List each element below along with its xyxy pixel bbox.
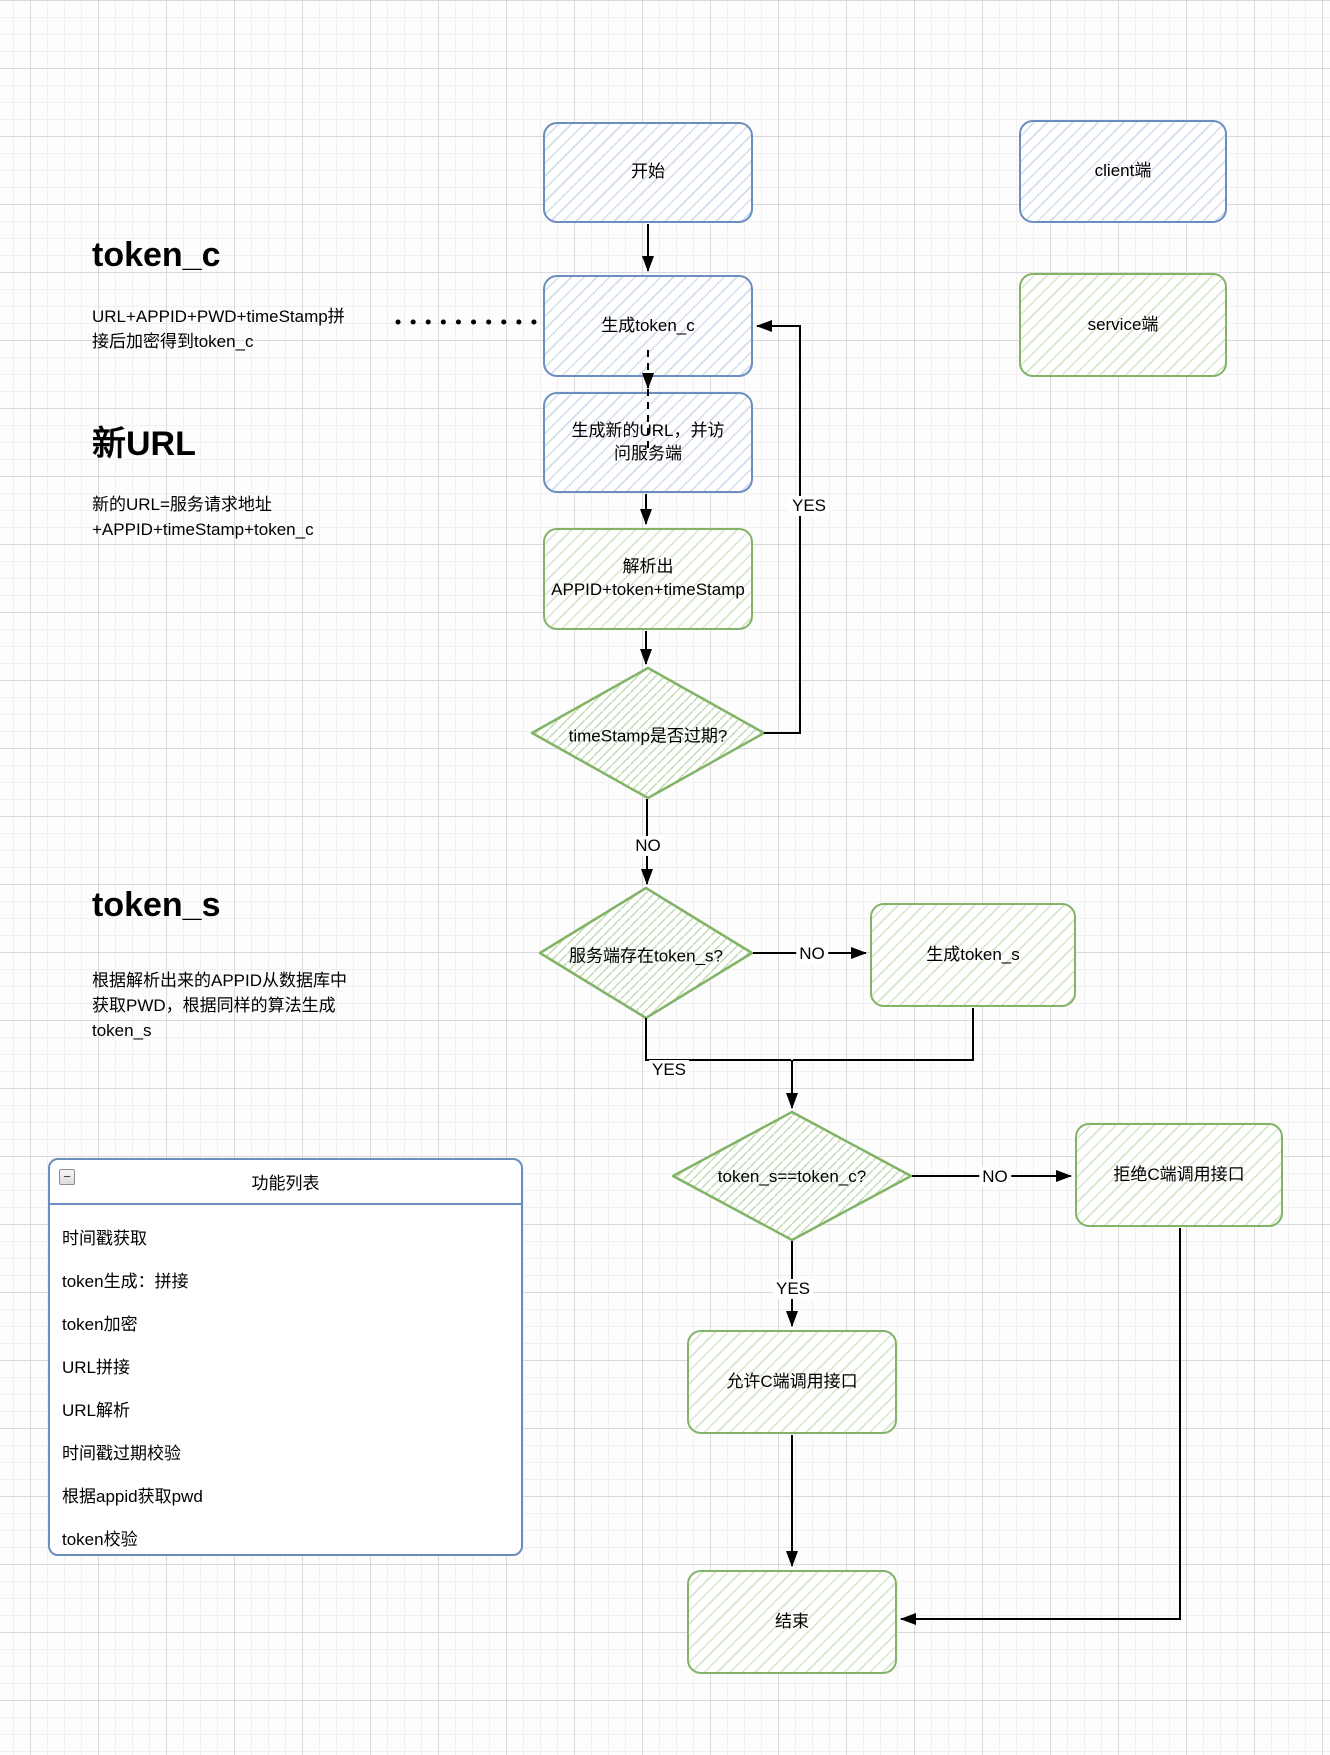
list-item[interactable]: 时间戳过期校验: [62, 1444, 181, 1463]
annotation-token-s-body: 根据解析出来的APPID从数据库中 获取PWD，根据同样的算法生成 token_…: [92, 971, 348, 1040]
annotation-new-url-body: 新的URL=服务请求地址 +APPID+timeStamp+token_c: [92, 495, 314, 539]
node-client[interactable]: client端: [1019, 120, 1227, 223]
node-check-exists-label: 服务端存在token_s?: [569, 946, 723, 966]
node-start[interactable]: 开始: [543, 122, 753, 223]
list-item[interactable]: token加密: [62, 1315, 138, 1334]
annotation-token-s-heading: token_s: [92, 886, 221, 924]
node-allow[interactable]: 允许C端调用接口: [687, 1330, 897, 1434]
edge-label-exists-yes: YES: [648, 1060, 690, 1080]
node-gen-token-c[interactable]: 生成token_c: [543, 275, 753, 377]
window-titlebar: − 功能列表: [50, 1160, 521, 1205]
list-item[interactable]: 时间戳获取: [62, 1229, 147, 1248]
edge-label-timestamp-yes: YES: [788, 496, 830, 516]
list-item[interactable]: URL拼接: [62, 1358, 131, 1377]
node-reject[interactable]: 拒绝C端调用接口: [1075, 1123, 1283, 1227]
node-gen-new-url[interactable]: 生成新的URL，并访 问服务端: [543, 392, 753, 493]
node-end[interactable]: 结束: [687, 1570, 897, 1674]
annotation-token-c-body: URL+APPID+PWD+timeStamp拼 接后加密得到token_c: [92, 307, 345, 351]
minimize-button[interactable]: −: [59, 1169, 75, 1185]
function-list-window: − 功能列表 时间戳获取 token生成：拼接 token加密 URL拼接 UR…: [48, 1158, 523, 1556]
function-list: 时间戳获取 token生成：拼接 token加密 URL拼接 URL解析 时间戳…: [50, 1205, 521, 1559]
edge-reject-to-end: [900, 1228, 1181, 1625]
node-parse[interactable]: 解析出 APPID+token+timeStamp: [543, 528, 753, 630]
edge-timestamp-yes-loop: [756, 320, 801, 734]
node-service[interactable]: service端: [1019, 273, 1227, 377]
edge-gen-token-s-merge: [793, 1008, 974, 1061]
edge-exists-yes: [645, 1018, 791, 1061]
list-item[interactable]: URL解析: [62, 1401, 131, 1420]
window-title: 功能列表: [251, 1174, 320, 1193]
edge-label-equal-yes: YES: [772, 1279, 814, 1299]
node-check-timestamp-label: timeStamp是否过期?: [568, 726, 728, 746]
node-gen-token-s[interactable]: 生成token_s: [870, 903, 1076, 1007]
list-item[interactable]: token校验: [62, 1530, 138, 1549]
list-item[interactable]: token生成：拼接: [62, 1272, 189, 1291]
edge-label-exists-no: NO: [796, 944, 828, 964]
edge-label-equal-no: NO: [979, 1167, 1011, 1187]
list-item[interactable]: 根据appid获取pwd: [62, 1487, 203, 1506]
annotation-new-url-heading: 新URL: [92, 425, 196, 463]
edge-label-timestamp-no: NO: [632, 836, 664, 856]
annotation-token-c-heading: token_c: [92, 236, 221, 274]
node-check-equal-label: token_s==token_c?: [717, 1167, 867, 1186]
